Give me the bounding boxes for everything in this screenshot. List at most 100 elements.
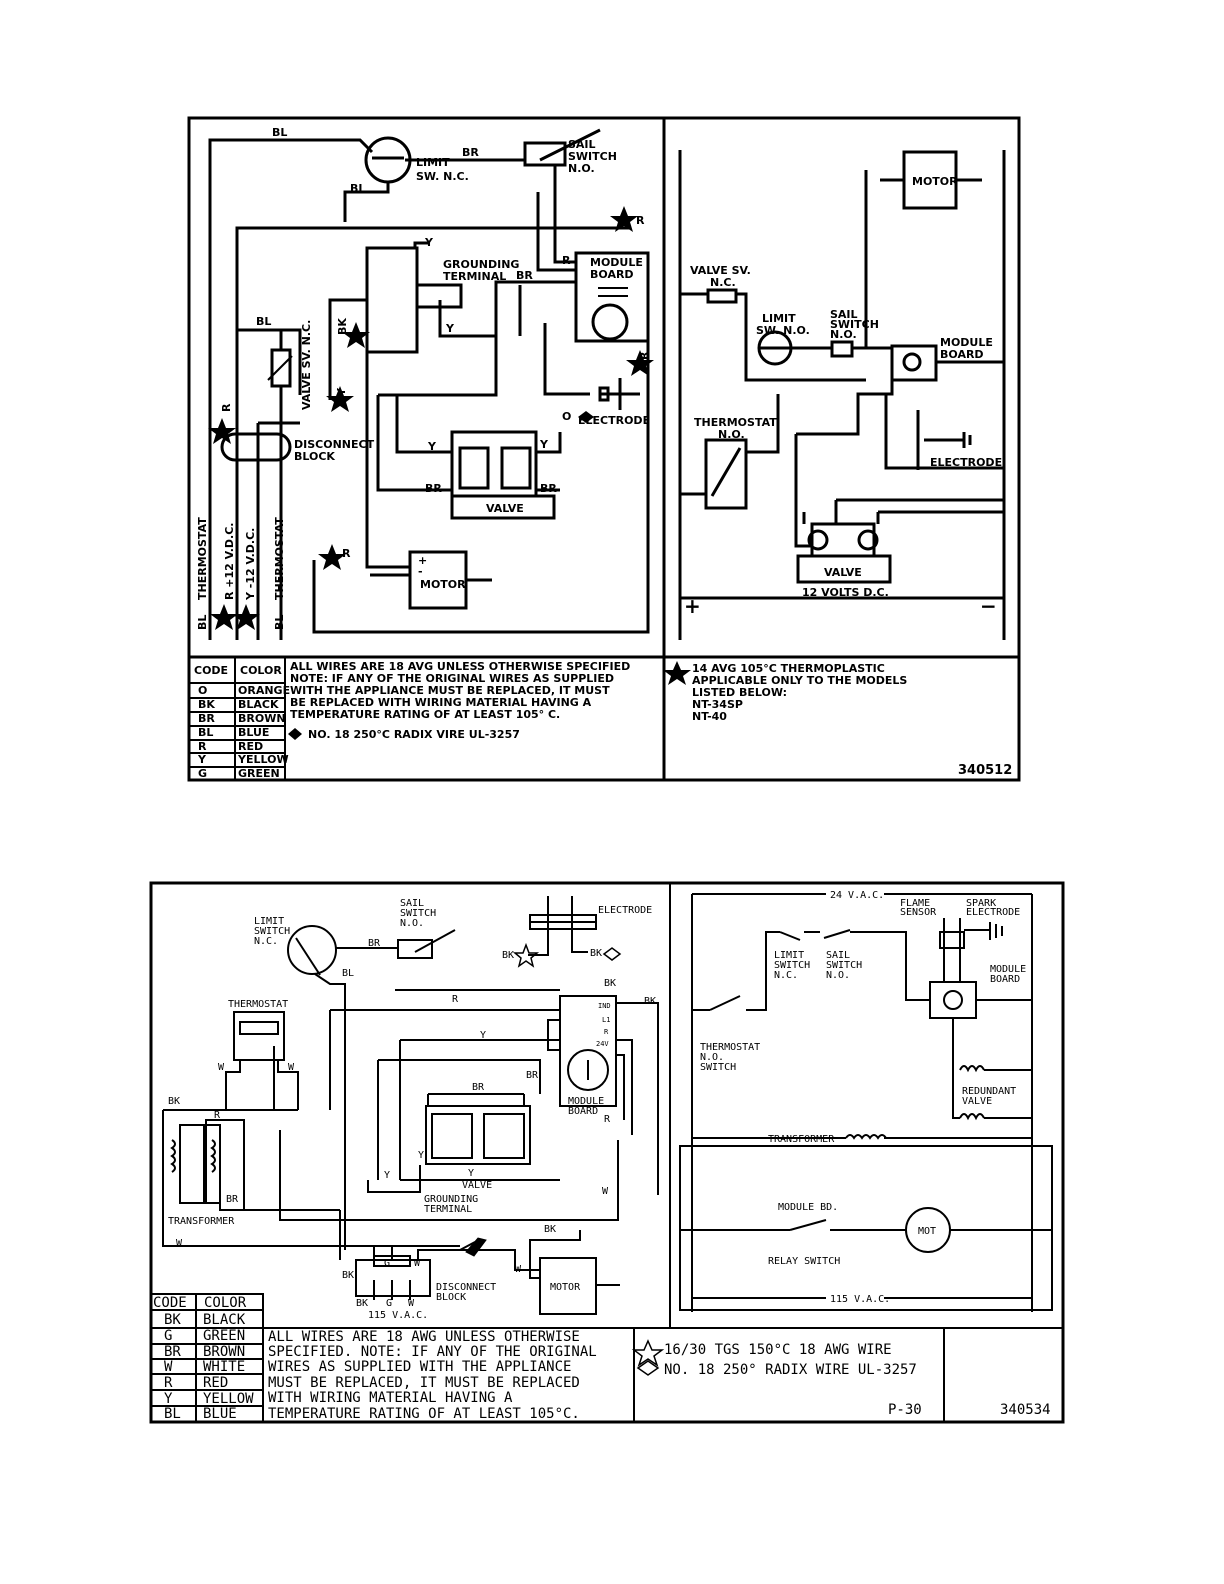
legend-code: G bbox=[164, 1328, 172, 1344]
star-note-line: NT-34SP bbox=[692, 698, 743, 711]
note-line: TEMPERATURE RATING OF AT LEAST 105°C. bbox=[268, 1406, 580, 1422]
legend-color: BLACK bbox=[238, 698, 279, 711]
flame-sensor-symbol bbox=[939, 931, 965, 949]
spark-electrode-label: ELECTRODE bbox=[966, 907, 1020, 918]
wire-label: W bbox=[408, 1298, 415, 1309]
lead-label: THERMOSTAT bbox=[273, 517, 286, 600]
wire-label: + bbox=[418, 554, 427, 567]
wire-label: Y bbox=[480, 1030, 486, 1041]
legend-code: W bbox=[164, 1359, 173, 1375]
sail-switch-label: SAIL bbox=[568, 138, 596, 151]
grounding-terminal-label: TERMINAL bbox=[443, 270, 506, 283]
wire-label: BK bbox=[644, 996, 656, 1007]
diagram-1-pictorial: BL BR BL BR Y Y BL R R R O Y Y BR BR + -… bbox=[196, 126, 654, 640]
limit-switch-label: LIMIT bbox=[416, 156, 450, 169]
transformer-label: TRANSFORMER bbox=[168, 1216, 235, 1227]
diamond-icon bbox=[602, 947, 622, 961]
grounding-terminal-label: TERMINAL bbox=[424, 1204, 472, 1215]
sail-switch-label: N.O. bbox=[826, 970, 850, 981]
thermostat-symbol bbox=[233, 1011, 285, 1061]
electrode-label: ELECTRODE bbox=[578, 414, 650, 427]
wire-label: BK bbox=[604, 978, 616, 989]
module-board-label: MODULE bbox=[990, 964, 1026, 975]
grounding-terminal-label: GROUNDING bbox=[424, 1194, 478, 1205]
star-marker bbox=[326, 386, 354, 412]
transformer-symbol bbox=[179, 1124, 205, 1204]
limit-switch-label: LIMIT bbox=[254, 916, 284, 927]
diamond-note: NO. 18 250°C RADIX VIRE UL-3257 bbox=[308, 728, 520, 741]
note-line: ALL WIRES ARE 18 AVG UNLESS OTHERWISE SP… bbox=[290, 660, 630, 673]
star-marker bbox=[318, 544, 346, 570]
thermostat-label: THERMOSTAT bbox=[228, 999, 288, 1010]
valve-symbol bbox=[450, 494, 556, 520]
wire-label: BL bbox=[350, 182, 365, 195]
lead-label: Y -12 V.D.C. bbox=[244, 528, 257, 601]
diagram-2-pictorial: LIMIT SWITCH N.C. SAIL SWITCH N.O. ELECT… bbox=[162, 896, 659, 1321]
module-board-symbol bbox=[574, 251, 650, 343]
wire-label: R bbox=[342, 547, 351, 560]
limit-switch-label: SW. N.C. bbox=[416, 170, 469, 183]
wire-label: R bbox=[452, 994, 459, 1005]
wire-label: Y bbox=[468, 1168, 474, 1179]
module-board-relay bbox=[591, 303, 629, 341]
wire-label: BR bbox=[516, 269, 533, 282]
valve-label: VALVE bbox=[486, 502, 524, 515]
note-line: BE REPLACED WITH WIRING MATERIAL HAVING … bbox=[290, 696, 592, 709]
lead-label: THERMOSTAT bbox=[196, 517, 209, 600]
lead-code: BL bbox=[196, 615, 209, 630]
relay-switch-label: RELAY SWITCH bbox=[768, 1256, 840, 1267]
limit-switch-label: SWITCH bbox=[254, 926, 290, 937]
disconnect-block-label: DISCONNECT bbox=[436, 1282, 496, 1293]
limit-switch-label: N.C. bbox=[254, 936, 278, 947]
wire-label: W bbox=[288, 1062, 295, 1073]
note-line: WITH THE APPLIANCE MUST BE REPLACED, IT … bbox=[290, 684, 610, 697]
wire-label: R bbox=[636, 214, 645, 227]
sail-switch-label: SAIL bbox=[400, 898, 424, 909]
wire-label: W bbox=[515, 1264, 522, 1275]
legend-code: G bbox=[198, 767, 207, 780]
star-icon bbox=[631, 1339, 665, 1367]
disconnect-block-symbol bbox=[220, 432, 292, 462]
legend-color: BLUE bbox=[238, 726, 269, 739]
diagram-2-frame bbox=[149, 881, 1065, 1424]
legend-code: BR bbox=[164, 1344, 181, 1360]
spark-electrode-label: SPARK bbox=[966, 898, 996, 909]
page-number: P-30 bbox=[888, 1402, 922, 1418]
legend-color: BROWN bbox=[203, 1344, 245, 1360]
legend-code: R bbox=[164, 1375, 173, 1391]
minus-terminal: − bbox=[980, 594, 997, 618]
wire-label: W bbox=[176, 1238, 183, 1249]
redundant-valve-label: REDUNDANT bbox=[962, 1086, 1016, 1097]
wire-label: BK bbox=[168, 1096, 180, 1107]
wire-label: BK bbox=[342, 1270, 354, 1281]
electrode-symbol bbox=[598, 386, 610, 402]
note-line: WIRES AS SUPPLIED WITH THE APPLIANCE bbox=[268, 1359, 571, 1375]
legend-color: ORANGE bbox=[238, 684, 290, 697]
wire-label: O bbox=[562, 410, 571, 423]
wire-label: Y bbox=[424, 236, 434, 249]
terminal-label: 24V bbox=[596, 1040, 609, 1048]
legend-code: Y bbox=[197, 753, 207, 766]
sail-switch-label: N.O. bbox=[568, 162, 595, 175]
star-note: 16/30 TGS 150°C 18 AWG WIRE bbox=[664, 1342, 892, 1358]
diagram-1-schematic: MOTOR VALVE SV. N.C. LIMIT SW. N.O. SAIL… bbox=[678, 150, 1006, 640]
wire-label: BR bbox=[472, 1082, 485, 1093]
plus-terminal: + bbox=[684, 594, 701, 618]
wire-label: G bbox=[384, 1258, 390, 1269]
sail-switch-symbol bbox=[397, 939, 433, 959]
wire-label: BK bbox=[502, 950, 514, 961]
terminal-label: L1 bbox=[602, 1016, 610, 1024]
sail-switch-label: SWITCH bbox=[568, 150, 617, 163]
motor-label: MOTOR bbox=[420, 578, 466, 591]
disconnect-block-label: BLOCK bbox=[436, 1292, 466, 1303]
motor-label: MOTOR bbox=[912, 175, 958, 188]
disconnect-block-label: DISCONNECT bbox=[294, 438, 375, 451]
note-line: WITH WIRING MATERIAL HAVING A bbox=[268, 1390, 513, 1406]
diagram-1: BL BR BL BR Y Y BL R R R O Y Y BR BR + -… bbox=[187, 116, 1021, 782]
lead-code: BL bbox=[273, 615, 286, 630]
star-note-line: LISTED BELOW: bbox=[692, 686, 787, 699]
legend-color: GREEN bbox=[238, 767, 280, 780]
sail-switch-label: SWITCH bbox=[826, 960, 862, 971]
